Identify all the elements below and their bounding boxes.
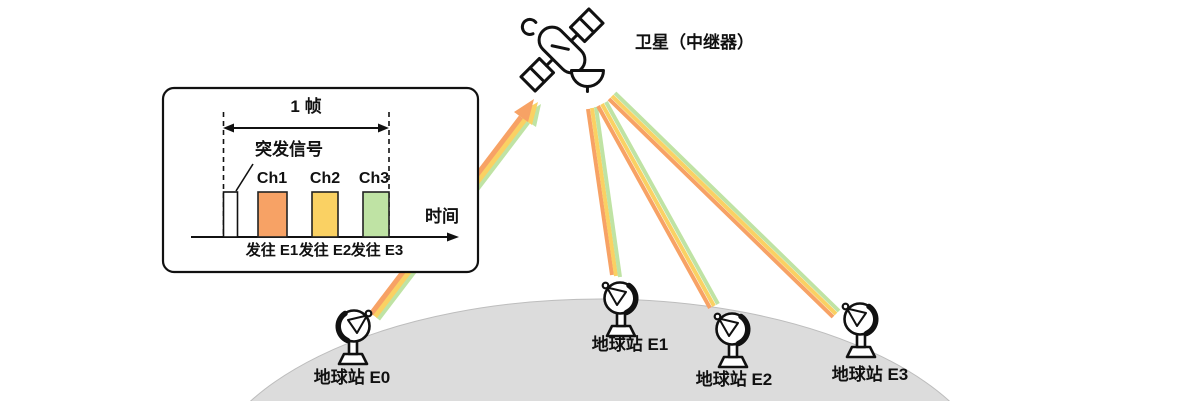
satellite-antenna-arc [520, 17, 538, 36]
dest-e1-label: 发往 E1 [245, 242, 299, 259]
ground-station-e1-label: 地球站 E1 [591, 335, 669, 354]
downlink-beam-e3 [607, 91, 841, 319]
satellite-icon [519, 7, 605, 93]
earth-surface [250, 298, 950, 401]
ground-station-e0-label: 地球站 E0 [313, 368, 391, 387]
satellite-label: 卫星（中继器） [635, 33, 754, 52]
dest-e3-label: 发往 E3 [350, 242, 404, 259]
downlink-beam-e1 [586, 106, 622, 278]
inset-box-outline [161, 86, 480, 274]
time-axis-arrowhead [447, 232, 459, 242]
downlink-beam-e2 [596, 101, 720, 309]
dest-e2-label: 发往 E2 [298, 242, 352, 259]
burst-callout-line [235, 163, 254, 192]
frame-inset-box [161, 86, 480, 274]
time-axis-label: 时间 [425, 207, 459, 226]
one-frame-label: 1 帧 [290, 97, 322, 116]
burst-signal-bar [222, 191, 239, 238]
ch1-label: Ch1 [256, 170, 288, 187]
ground-station-e2-label: 地球站 E2 [695, 370, 773, 389]
frame-span-arrow [223, 123, 389, 133]
ch3-label: Ch3 [358, 170, 390, 187]
uplink-arrowhead-orange [514, 99, 534, 122]
ground-station-e3-label: 地球站 E3 [831, 365, 909, 384]
ch2-label: Ch2 [309, 170, 341, 187]
burst-signal-label: 突发信号 [255, 140, 323, 159]
ch1-bar [257, 191, 288, 238]
ch3-bar [362, 191, 390, 238]
satellite-dish [569, 68, 605, 93]
ch2-bar [311, 191, 339, 238]
